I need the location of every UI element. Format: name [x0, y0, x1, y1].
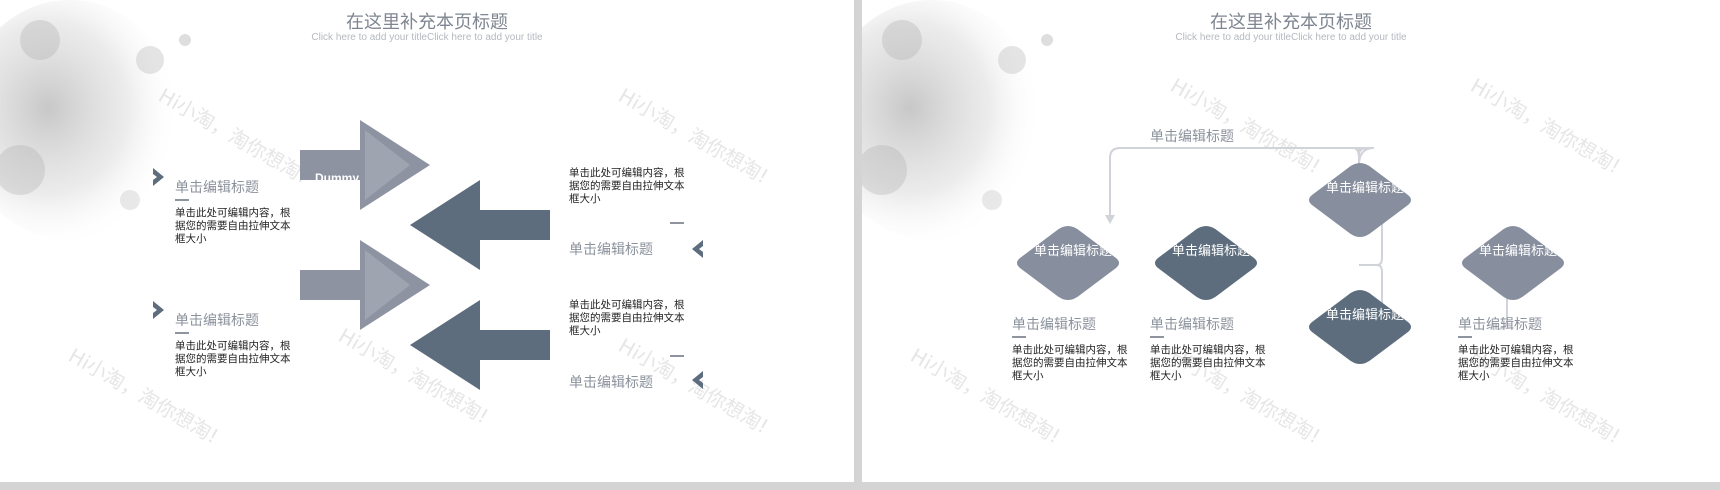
divider [670, 355, 684, 357]
diamond-label[interactable]: 单击编辑标题 [1172, 244, 1251, 259]
page-subtitle: Click here to add your titleClick here t… [1175, 32, 1407, 43]
arrow-label[interactable]: Dummy [500, 371, 545, 385]
item-body[interactable]: 单击此处可编辑内容，根据您的需要自由拉伸文本框大小 [569, 299, 685, 337]
ink-splash-decoration [862, 0, 1053, 240]
divider [175, 332, 189, 334]
loop-label[interactable]: 单击编辑标题 [1150, 129, 1234, 145]
diamond-label[interactable]: 单击编辑标题 [1326, 308, 1405, 323]
item-body[interactable]: 单击此处可编辑内容，根据您的需要自由拉伸文本框大小 [1012, 344, 1128, 382]
arrow-left-2 [410, 300, 550, 390]
diamond-label[interactable]: 单击编辑标题 [1479, 244, 1558, 259]
item-heading[interactable]: 单击编辑标题 [1012, 317, 1096, 333]
divider [175, 199, 189, 201]
item-heading[interactable]: 单击编辑标题 [569, 375, 653, 391]
diamond-node [1462, 226, 1564, 300]
diamond-node [1309, 290, 1411, 364]
arrows-graphic [300, 120, 550, 390]
item-heading[interactable]: 单击编辑标题 [1458, 317, 1542, 333]
chevron-left-icon [692, 240, 703, 258]
item-body[interactable]: 单击此处可编辑内容，根据您的需要自由拉伸文本框大小 [1458, 344, 1574, 382]
diamond-node [1309, 163, 1411, 237]
arrow-right-2 [300, 240, 430, 330]
item-body[interactable]: 单击此处可编辑内容，根据您的需要自由拉伸文本框大小 [1150, 344, 1266, 382]
connector-lines [1105, 147, 1537, 333]
chevron-right-icon [153, 168, 164, 186]
arrow-label[interactable]: Dummy [315, 305, 360, 319]
diamond-label[interactable]: 单击编辑标题 [1034, 244, 1113, 259]
divider [1150, 336, 1164, 338]
page-subtitle: Click here to add your titleClick here t… [311, 32, 543, 43]
page-title: 在这里补充本页标题 [346, 12, 508, 33]
diamond-label[interactable]: 单击编辑标题 [1326, 181, 1405, 196]
item-body[interactable]: 单击此处可编辑内容，根据您的需要自由拉伸文本框大小 [569, 167, 685, 205]
item-heading[interactable]: 单击编辑标题 [175, 313, 259, 329]
diamond-node [1017, 226, 1119, 300]
arrow-label[interactable]: Dummy [315, 171, 360, 185]
diamond-node [1155, 226, 1257, 300]
divider [1458, 336, 1472, 338]
arrow-left-1 [410, 180, 550, 270]
arrow-label[interactable]: Dummy [500, 238, 545, 252]
item-heading[interactable]: 单击编辑标题 [175, 180, 259, 196]
page-title: 在这里补充本页标题 [1210, 12, 1372, 33]
item-body[interactable]: 单击此处可编辑内容，根据您的需要自由拉伸文本框大小 [175, 340, 291, 378]
slide-1[interactable]: 在这里补充本页标题 Click here to add your titleCl… [0, 0, 854, 482]
divider [670, 222, 684, 224]
item-body[interactable]: 单击此处可编辑内容，根据您的需要自由拉伸文本框大小 [175, 207, 291, 245]
slide-2[interactable]: 在这里补充本页标题 Click here to add your titleCl… [862, 0, 1720, 482]
arrow-right-1 [300, 120, 430, 210]
item-heading[interactable]: 单击编辑标题 [1150, 317, 1234, 333]
divider [1012, 336, 1026, 338]
chevron-left-icon [692, 371, 703, 389]
ink-splash-decoration [0, 0, 191, 240]
chevron-right-icon [153, 301, 164, 319]
item-heading[interactable]: 单击编辑标题 [569, 242, 653, 258]
